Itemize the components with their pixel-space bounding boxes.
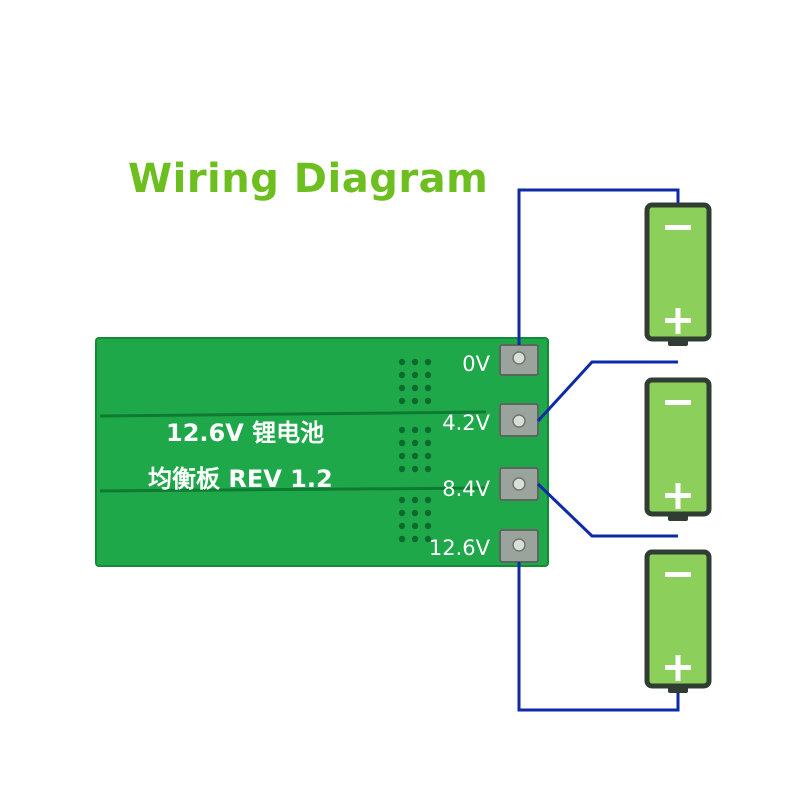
- via-hole: [411, 397, 419, 405]
- battery-positive-cap: [668, 339, 688, 346]
- board-label-line2: 均衡板 REV 1.2: [148, 465, 333, 493]
- via-hole: [411, 358, 419, 366]
- via-hole: [398, 496, 406, 504]
- terminal-screw-0v: [512, 351, 526, 365]
- via-hole: [424, 522, 432, 530]
- battery-positive-cap: [668, 686, 688, 693]
- via-hole: [398, 509, 406, 517]
- pcb-groove-1: [99, 410, 487, 418]
- battery-cell-2: [644, 377, 712, 521]
- via-hole: [424, 496, 432, 504]
- via-holes: [398, 358, 432, 543]
- plus-sign-icon: [675, 483, 681, 509]
- battery-cell-1: [644, 202, 712, 346]
- wires: [517, 188, 680, 712]
- via-hole: [411, 535, 419, 543]
- via-hole: [398, 522, 406, 530]
- plus-sign-icon: [675, 308, 681, 334]
- via-hole: [424, 439, 432, 447]
- via-hole: [411, 439, 419, 447]
- via-hole: [398, 371, 406, 379]
- via-hole: [398, 384, 406, 392]
- terminal-label-0v: 0V: [462, 352, 490, 376]
- via-hole: [424, 384, 432, 392]
- battery-stack: [644, 202, 712, 693]
- via-hole: [424, 465, 432, 473]
- terminal-screw-12-6v: [512, 538, 526, 552]
- terminal-8-4v[interactable]: 8.4V: [442, 467, 539, 501]
- via-hole: [424, 397, 432, 405]
- pcb-body: [95, 337, 549, 567]
- terminal-label-8-4v: 8.4V: [442, 477, 490, 501]
- terminal-0v[interactable]: 0V: [462, 344, 539, 376]
- wire-8-4v: [536, 482, 678, 538]
- terminal-label-12-6v: 12.6V: [429, 536, 491, 560]
- battery-cell-3: [644, 549, 712, 693]
- terminal-screw-4-2v: [512, 414, 526, 428]
- terminal-12-6v[interactable]: 12.6V: [429, 529, 539, 563]
- via-hole: [424, 509, 432, 517]
- wire-0v-top: [517, 188, 680, 345]
- board-label-line1: 12.6V 锂电池: [166, 419, 324, 447]
- diagram-title: Wiring Diagram: [128, 156, 489, 202]
- minus-sign-icon: [665, 400, 691, 405]
- via-hole: [424, 426, 432, 434]
- terminal-label-4-2v: 4.2V: [442, 411, 490, 435]
- via-hole: [411, 522, 419, 530]
- via-hole: [411, 426, 419, 434]
- wire-12-6v-bottom: [517, 562, 680, 712]
- via-hole: [398, 465, 406, 473]
- battery-positive-cap: [668, 514, 688, 521]
- via-hole: [398, 452, 406, 460]
- via-hole: [398, 439, 406, 447]
- wire-4-2v: [536, 360, 678, 423]
- via-hole: [424, 371, 432, 379]
- via-hole: [424, 535, 432, 543]
- via-hole: [398, 426, 406, 434]
- minus-sign-icon: [665, 572, 691, 577]
- balance-board: 12.6V 锂电池 均衡板 REV 1.2: [95, 337, 549, 567]
- via-hole: [411, 384, 419, 392]
- via-hole: [411, 371, 419, 379]
- via-hole: [411, 509, 419, 517]
- via-hole: [398, 535, 406, 543]
- via-hole: [398, 358, 406, 366]
- terminal-screw-8-4v: [512, 477, 526, 491]
- pcb-groove-2: [99, 486, 487, 493]
- via-hole: [424, 452, 432, 460]
- via-hole: [411, 465, 419, 473]
- via-hole: [398, 397, 406, 405]
- terminal-4-2v[interactable]: 4.2V: [442, 403, 539, 437]
- via-hole: [411, 496, 419, 504]
- via-hole: [411, 452, 419, 460]
- plus-sign-icon: [675, 655, 681, 681]
- via-hole: [424, 358, 432, 366]
- minus-sign-icon: [665, 225, 691, 230]
